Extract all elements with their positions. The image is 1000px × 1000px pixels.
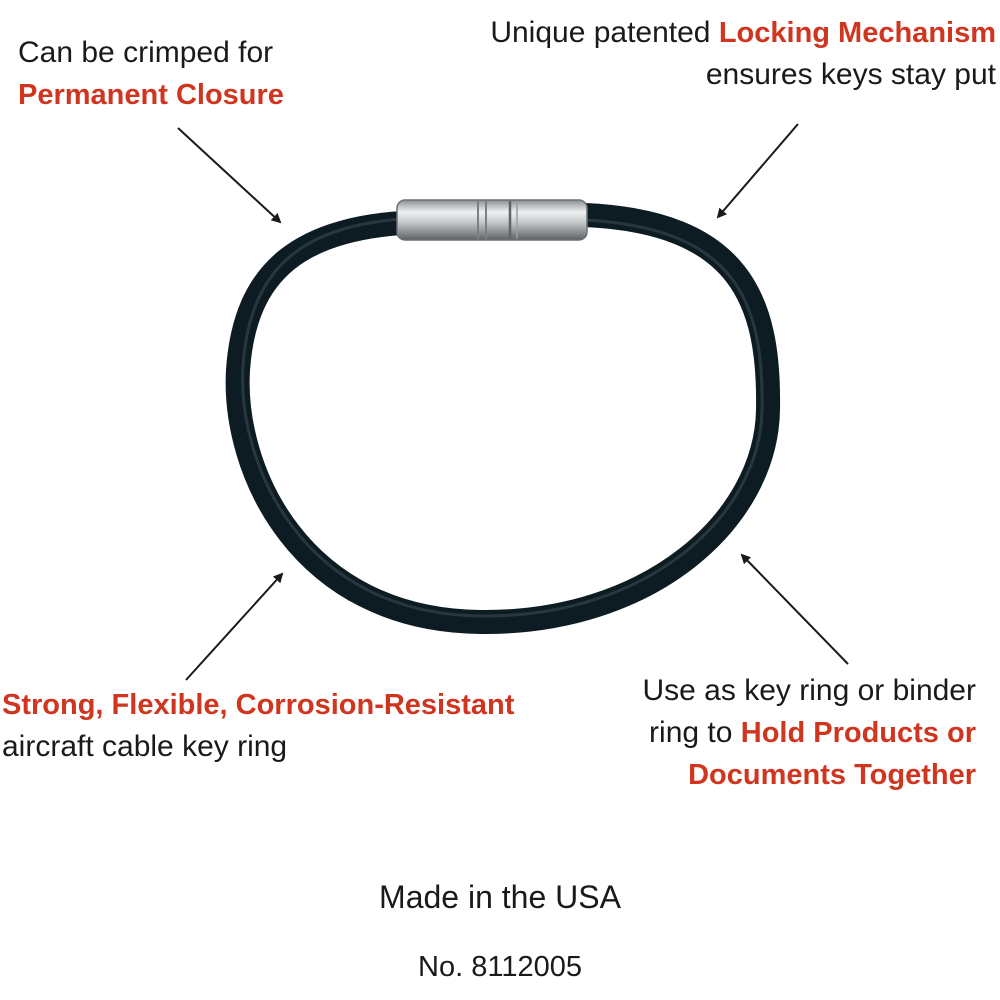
locking-clasp	[396, 199, 588, 241]
arrow-icon	[740, 553, 849, 665]
callout-text: Unique patented	[490, 16, 719, 49]
callout-cable-material: Strong, Flexible, Corrosion-Resistant ai…	[2, 684, 514, 768]
model-number-label: No. 8112005	[418, 951, 582, 983]
callout-highlight: Documents Together	[688, 759, 976, 791]
callout-text: Use as key ring or binder	[642, 674, 977, 707]
callout-highlight: Locking Mechanism	[718, 17, 996, 49]
callout-text: ring to	[649, 716, 741, 749]
callout-highlight: Permanent Closure	[18, 79, 284, 111]
callout-locking-mechanism: Unique patented Locking Mechanism ensure…	[490, 12, 996, 96]
cable-ring	[225, 203, 781, 635]
made-in-usa-label: Made in the USA	[379, 879, 621, 915]
callout-text: ensures keys stay put	[705, 58, 996, 91]
arrow-icon	[716, 123, 799, 219]
arrow-icon	[177, 127, 282, 224]
callout-usage: Use as key ring or binder ring to Hold P…	[643, 670, 977, 796]
callout-text: aircraft cable key ring	[2, 730, 288, 763]
callout-permanent-closure: Can be crimped for Permanent Closure	[18, 32, 284, 116]
arrow-icon	[185, 572, 284, 681]
callout-highlight: Strong, Flexible, Corrosion-Resistant	[2, 689, 515, 721]
callout-text: Can be crimped for	[18, 36, 274, 69]
callout-highlight: Hold Products or	[740, 717, 976, 749]
